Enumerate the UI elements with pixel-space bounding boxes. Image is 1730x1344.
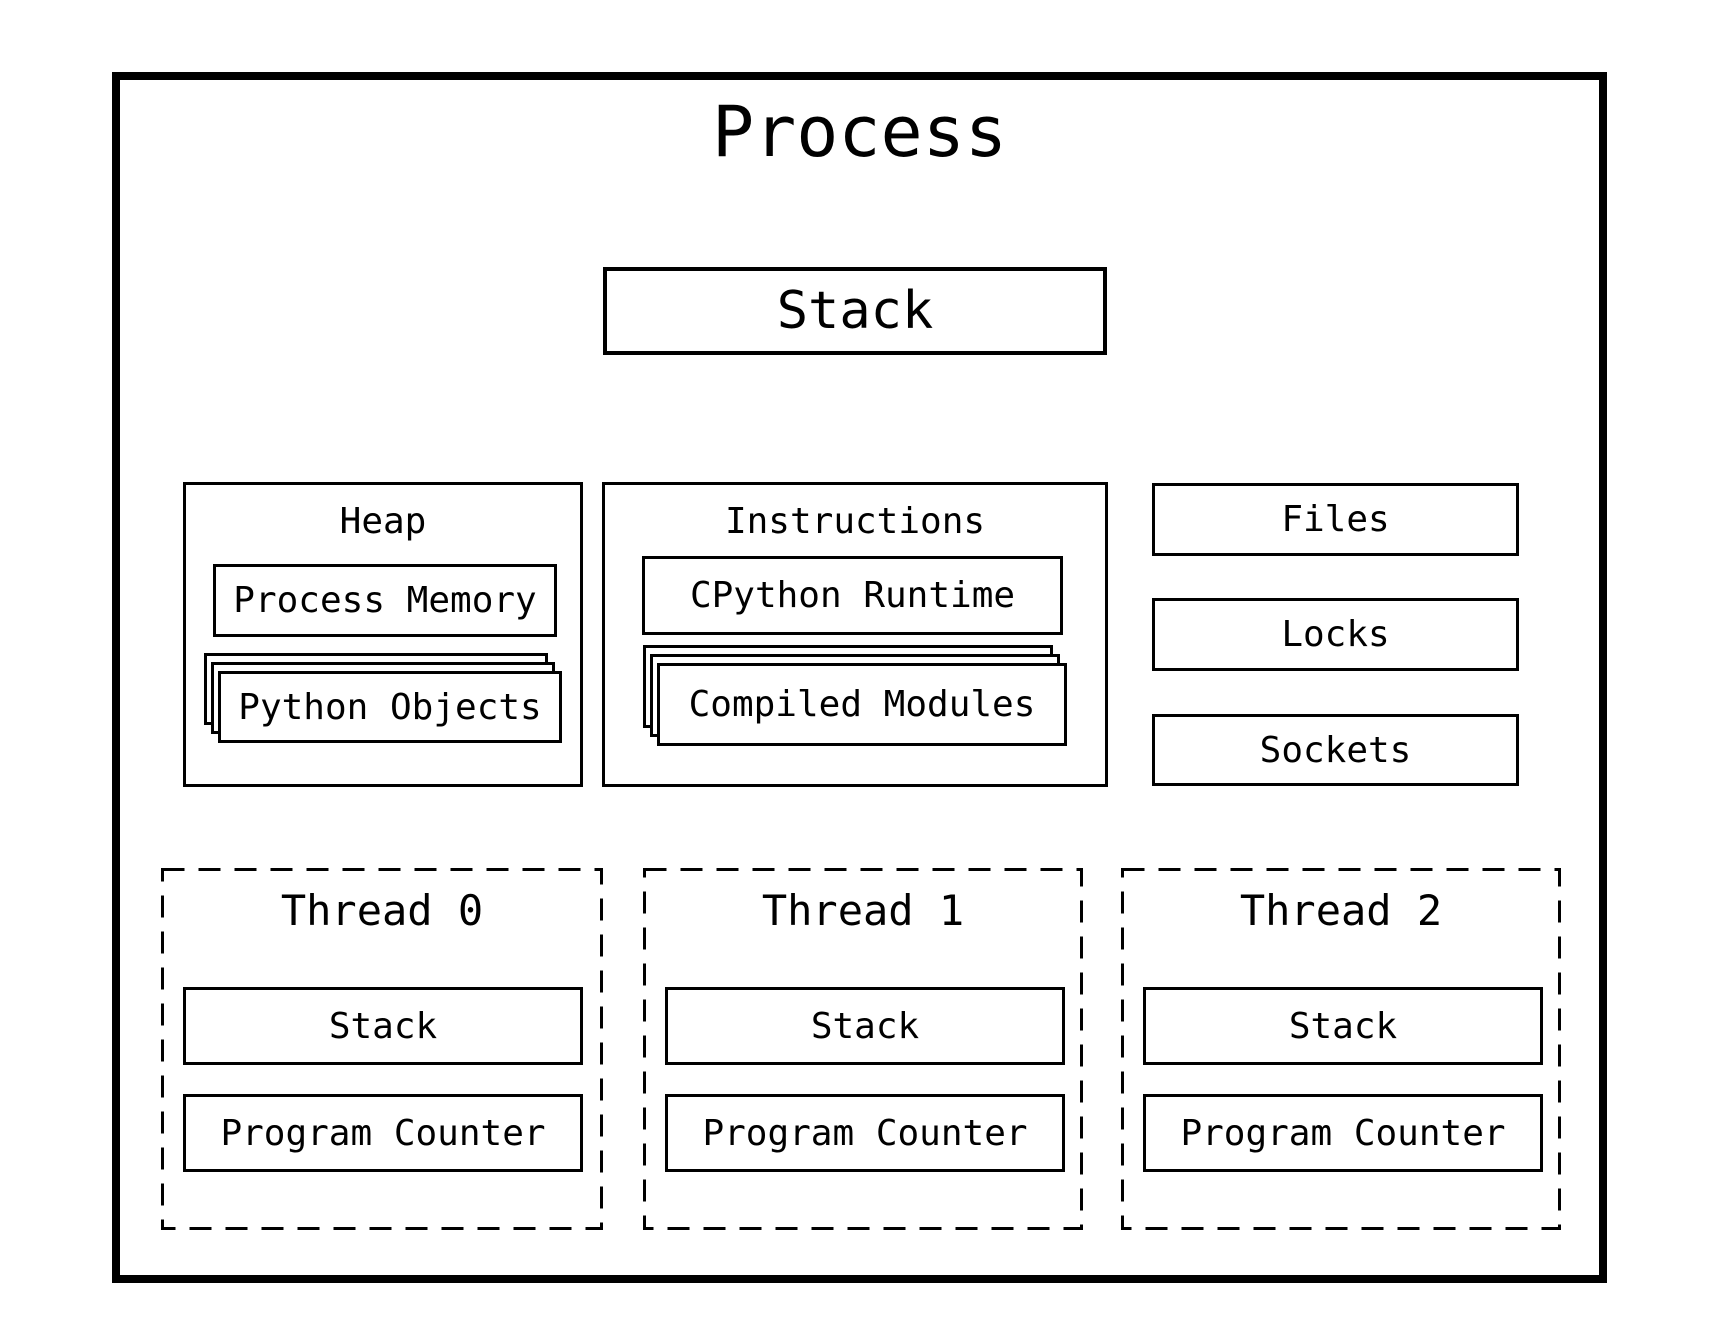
compiled-modules-stack: Compiled Modules (643, 645, 1071, 749)
program-counter-box: Program Counter (183, 1094, 583, 1172)
thread-1-panel: Thread 1 Stack Program Counter (643, 868, 1083, 1230)
thread-stack-label: Stack (810, 1005, 920, 1047)
instructions-title: Instructions (724, 501, 986, 542)
process-box: Process Stack Heap Process Memory Python… (112, 72, 1607, 1283)
thread-0-panel: Thread 0 Stack Program Counter (161, 868, 603, 1230)
process-memory-box: Process Memory (213, 564, 557, 637)
thread-stack-box: Stack (665, 987, 1065, 1065)
heap-box: Heap Process Memory Python Objects (183, 482, 583, 787)
thread-stack-label: Stack (1288, 1005, 1398, 1047)
thread-title: Thread 0 (280, 886, 484, 935)
dashed-border (1121, 868, 1561, 1230)
thread-stack-label: Stack (328, 1005, 438, 1047)
program-counter-label: Program Counter (702, 1112, 1028, 1154)
thread-title: Thread 2 (1239, 886, 1443, 935)
program-counter-box: Program Counter (1143, 1094, 1543, 1172)
program-counter-label: Program Counter (1180, 1112, 1506, 1154)
python-objects-box: Python Objects (218, 671, 562, 743)
compiled-modules-box: Compiled Modules (657, 663, 1067, 746)
heap-title: Heap (339, 501, 427, 542)
files-box: Files (1152, 483, 1519, 556)
files-label: Files (1281, 499, 1390, 540)
instructions-box: Instructions CPython Runtime Compiled Mo… (602, 482, 1108, 787)
locks-box: Locks (1152, 598, 1519, 671)
thread-title: Thread 1 (761, 886, 965, 935)
compiled-modules-label: Compiled Modules (688, 684, 1036, 725)
cpython-runtime-label: CPython Runtime (689, 575, 1016, 616)
process-title: Process (711, 91, 1007, 173)
process-memory-label: Process Memory (233, 580, 537, 621)
dashed-border (161, 868, 603, 1230)
sockets-box: Sockets (1152, 714, 1519, 786)
python-objects-stack: Python Objects (204, 653, 566, 747)
cpython-runtime-box: CPython Runtime (642, 556, 1063, 635)
sockets-label: Sockets (1259, 729, 1412, 771)
program-counter-box: Program Counter (665, 1094, 1065, 1172)
thread-stack-box: Stack (183, 987, 583, 1065)
dashed-border (643, 868, 1083, 1230)
program-counter-label: Program Counter (220, 1112, 546, 1154)
python-objects-label: Python Objects (238, 686, 542, 728)
main-stack-label: Stack (776, 281, 934, 341)
locks-label: Locks (1281, 614, 1390, 655)
main-stack-box: Stack (603, 267, 1107, 355)
thread-stack-box: Stack (1143, 987, 1543, 1065)
thread-2-panel: Thread 2 Stack Program Counter (1121, 868, 1561, 1230)
